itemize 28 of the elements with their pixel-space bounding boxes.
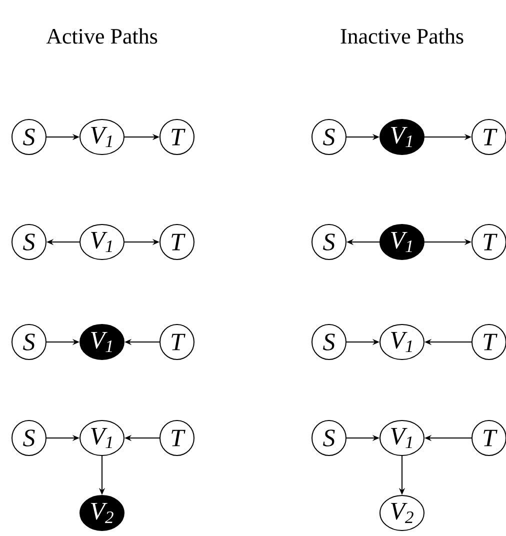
- variable-node: S: [12, 224, 46, 260]
- variable-node: T: [472, 224, 506, 260]
- variable-node: V$_{1}$: [80, 324, 124, 360]
- variable-node: S: [312, 324, 346, 360]
- variable-node: T: [472, 420, 506, 456]
- variable-node: S: [312, 420, 346, 456]
- variable-node: T: [160, 224, 194, 260]
- variable-node: V$_{1}$: [80, 420, 124, 456]
- variable-node: V$_{1}$: [380, 420, 424, 456]
- variable-node: S: [12, 324, 46, 360]
- variable-node: S: [12, 119, 46, 155]
- variable-node: V$_{1}$: [380, 324, 424, 360]
- variable-node: S: [312, 119, 346, 155]
- variable-node: T: [160, 119, 194, 155]
- column-heading: Active Paths: [46, 28, 158, 44]
- column-heading: Inactive Paths: [340, 28, 464, 44]
- variable-node: T: [472, 324, 506, 360]
- variable-node: V$_{1}$: [380, 119, 424, 155]
- variable-node: V$_{1}$: [380, 224, 424, 260]
- variable-node: V$_{2}$: [80, 495, 124, 531]
- variable-node: V$_{1}$: [80, 224, 124, 260]
- variable-node: T: [472, 119, 506, 155]
- variable-node: S: [312, 224, 346, 260]
- variable-node: T: [160, 420, 194, 456]
- variable-node: S: [12, 420, 46, 456]
- variable-node: V$_{1}$: [80, 119, 124, 155]
- variable-node: T: [160, 324, 194, 360]
- variable-node: V$_{2}$: [380, 495, 424, 531]
